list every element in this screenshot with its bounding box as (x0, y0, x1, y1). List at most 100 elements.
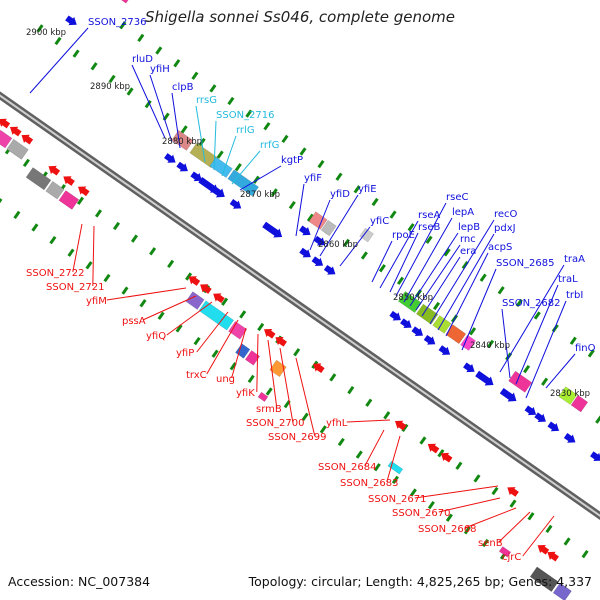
leader-line (295, 183, 305, 237)
gene-label-forward: finO (575, 343, 596, 354)
tick-mark (234, 163, 242, 172)
gene-label-reverse: SSON_2683 (340, 478, 399, 489)
tick-mark (383, 411, 391, 420)
forward-gene-arrow (190, 171, 202, 182)
tick-mark (247, 374, 255, 384)
tick-mark (245, 109, 253, 118)
tick-mark (121, 286, 129, 295)
gene-box (445, 324, 467, 344)
tick-mark (373, 463, 381, 472)
map-title: Shigella sonnei Ss046, complete genome (144, 8, 456, 26)
leader-line (106, 287, 187, 301)
tick-mark (167, 259, 175, 269)
leader-line (525, 300, 567, 399)
tick-mark (306, 213, 314, 222)
gene-box (227, 169, 259, 197)
gene-label-forward: rluD (132, 54, 153, 65)
tick-mark (94, 209, 103, 218)
leader-line (461, 268, 497, 351)
tick-mark (443, 248, 451, 257)
tick-mark (209, 84, 217, 93)
leader-line (166, 301, 213, 336)
tick-mark (130, 234, 139, 243)
reverse-gene-arrow (537, 544, 550, 555)
gene-label-reverse: srmB (256, 404, 282, 415)
backbone (0, 91, 600, 520)
tick-mark (211, 349, 219, 358)
gene-label-forward: SSON_2685 (496, 258, 555, 269)
tick-mark (407, 223, 415, 232)
gene-box (185, 291, 205, 310)
reverse-gene-arrow (427, 443, 440, 454)
leader-line (346, 419, 391, 423)
tick-mark (481, 538, 490, 548)
gene-label-forward: rpoE (392, 230, 415, 241)
gene-label-reverse: yfiK (236, 388, 255, 399)
tick-mark (432, 301, 441, 311)
leader-line (309, 199, 331, 251)
gene-label-reverse: SSON_2668 (418, 524, 477, 535)
reverse-gene-arrow (395, 420, 407, 431)
tick-mark (409, 488, 417, 497)
leader-line (279, 347, 294, 423)
gene-box (269, 359, 287, 378)
tick-mark (581, 549, 589, 559)
gene-box (508, 370, 533, 393)
gene-label-forward: yfiH (150, 64, 170, 75)
gene-box (198, 300, 234, 331)
tick-mark (371, 197, 379, 207)
tick-mark (569, 336, 577, 345)
gene-label-forward: rrfG (260, 140, 279, 151)
tick-label: 2870 kbp (240, 190, 280, 200)
leader-line (414, 485, 499, 499)
tick-mark (252, 175, 260, 184)
gene-box (45, 181, 65, 200)
tick-mark (85, 261, 93, 270)
gene-label-reverse: trxC (186, 370, 207, 381)
leader-line (403, 217, 453, 303)
tick-mark (437, 449, 445, 458)
gene-label-forward: yfiF (304, 173, 322, 184)
leader-line (239, 165, 282, 191)
gene-label-reverse: yfiP (176, 348, 194, 359)
reverse-gene-arrow (264, 328, 276, 339)
gene-label-forward: SSON_2682 (502, 298, 561, 309)
tick-mark (185, 272, 193, 281)
gene-label-forward: rrlG (236, 125, 255, 136)
gene-box (58, 190, 80, 210)
leader-line (267, 339, 278, 409)
forward-gene-arrow (463, 362, 475, 373)
leader-line (445, 252, 489, 337)
tick-mark (175, 324, 183, 333)
tick-mark (0, 198, 3, 207)
leader-line (295, 357, 316, 437)
gene-label-forward: clpB (172, 82, 194, 93)
tick-mark (427, 500, 435, 510)
tick-mark (155, 46, 163, 55)
gene-label-reverse: pssA (122, 316, 146, 327)
leader-line (415, 244, 461, 311)
gene-label-forward: pdxJ (494, 223, 516, 234)
tick-mark (317, 159, 325, 169)
gene-box (529, 566, 559, 592)
gene-label-forward: rseC (446, 192, 468, 203)
tick-mark (173, 59, 181, 68)
gene-box (398, 291, 422, 313)
reverse-gene-arrow (21, 134, 34, 145)
reverse-gene-arrow (188, 276, 201, 286)
leader-line (515, 284, 559, 385)
leader-line (213, 120, 217, 171)
tick-mark (337, 437, 345, 447)
leader-line (339, 226, 371, 267)
gene-label-forward: yfiC (370, 216, 389, 227)
forward-gene-arrow (176, 161, 188, 172)
gene-label-forward: traA (564, 254, 585, 265)
gene-label-forward: acpS (488, 242, 512, 253)
leader-line (389, 232, 419, 293)
gene-label-forward: traL (558, 274, 578, 285)
reverse-gene-arrow (200, 284, 212, 294)
gene-label-forward: recO (494, 209, 518, 220)
leader-line (29, 27, 89, 94)
tick-mark (90, 62, 98, 71)
